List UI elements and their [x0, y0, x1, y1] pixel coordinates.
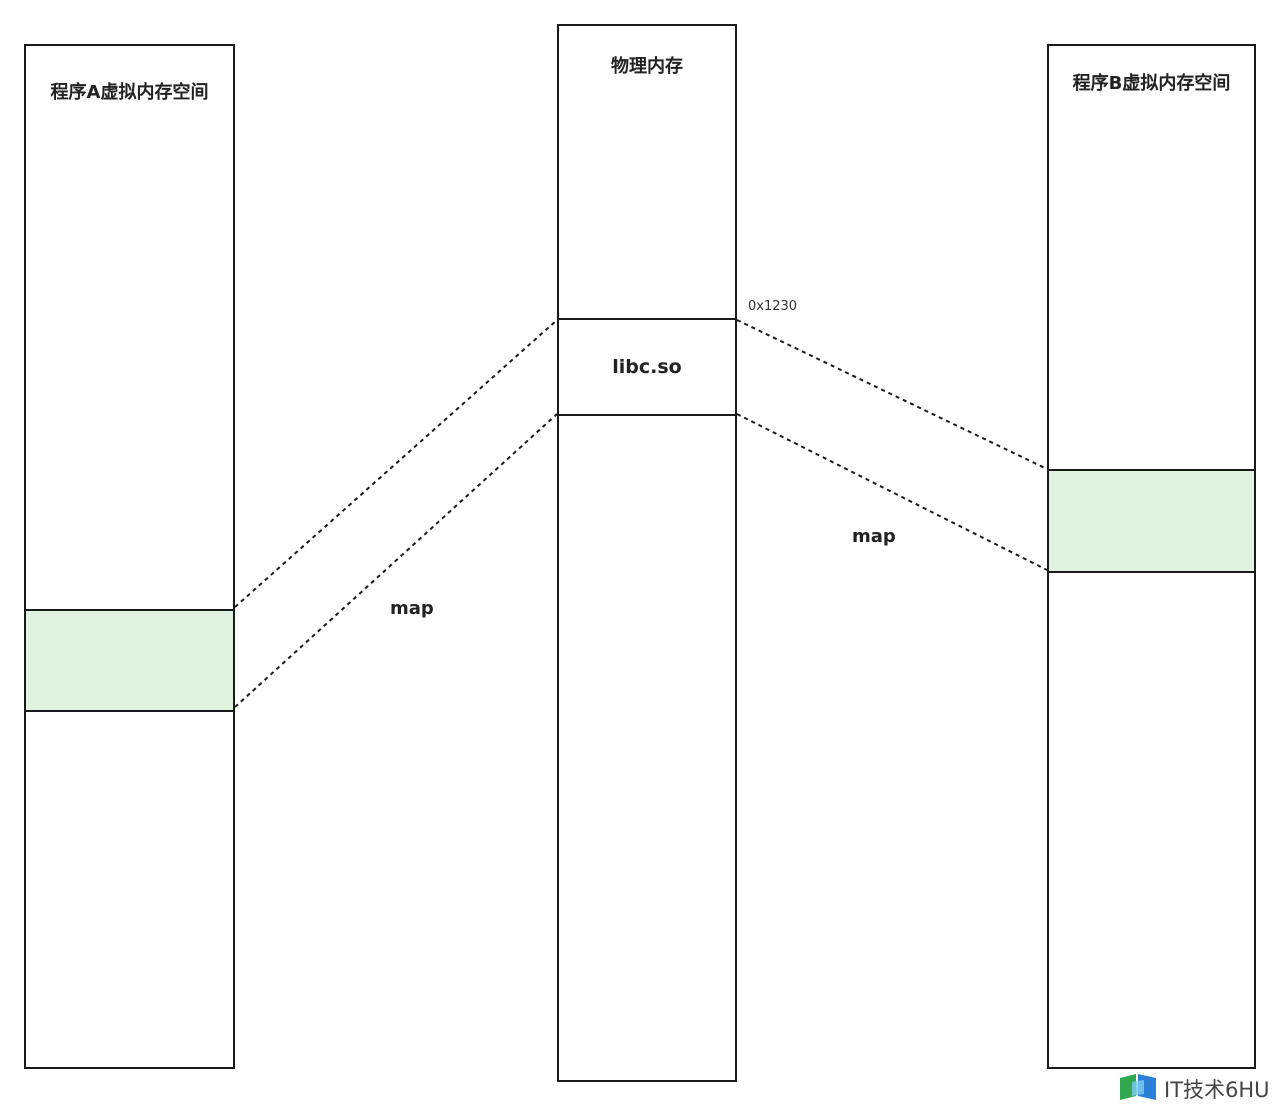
process-a-title: 程序A虚拟内存空间 [50, 82, 209, 103]
map-label-a: map [390, 598, 434, 619]
watermark-text: IT技术6HU [1164, 1078, 1270, 1102]
book-logo-icon [1118, 1072, 1158, 1106]
physical-memory: 物理内存 libc.so [557, 24, 737, 1082]
process-b-virtual-memory: 程序B虚拟内存空间 [1047, 44, 1256, 1069]
process-b-mapped-region [1049, 469, 1254, 573]
libc-address-label: 0x1230 [748, 299, 798, 314]
libc-region: libc.so [559, 318, 735, 416]
process-a-mapped-region [26, 609, 233, 712]
map-line-b-top [736, 319, 1048, 470]
process-a-virtual-memory: 程序A虚拟内存空间 [24, 44, 235, 1069]
process-b-title: 程序B虚拟内存空间 [1072, 73, 1231, 94]
map-line-a-top [234, 319, 558, 608]
map-label-b: map [852, 526, 896, 547]
map-line-b-bottom [736, 413, 1048, 571]
physical-memory-title: 物理内存 [611, 56, 683, 77]
libc-region-label: libc.so [612, 356, 682, 378]
map-line-a-bottom [234, 413, 558, 708]
watermark: IT技术6HU [1118, 1072, 1270, 1106]
